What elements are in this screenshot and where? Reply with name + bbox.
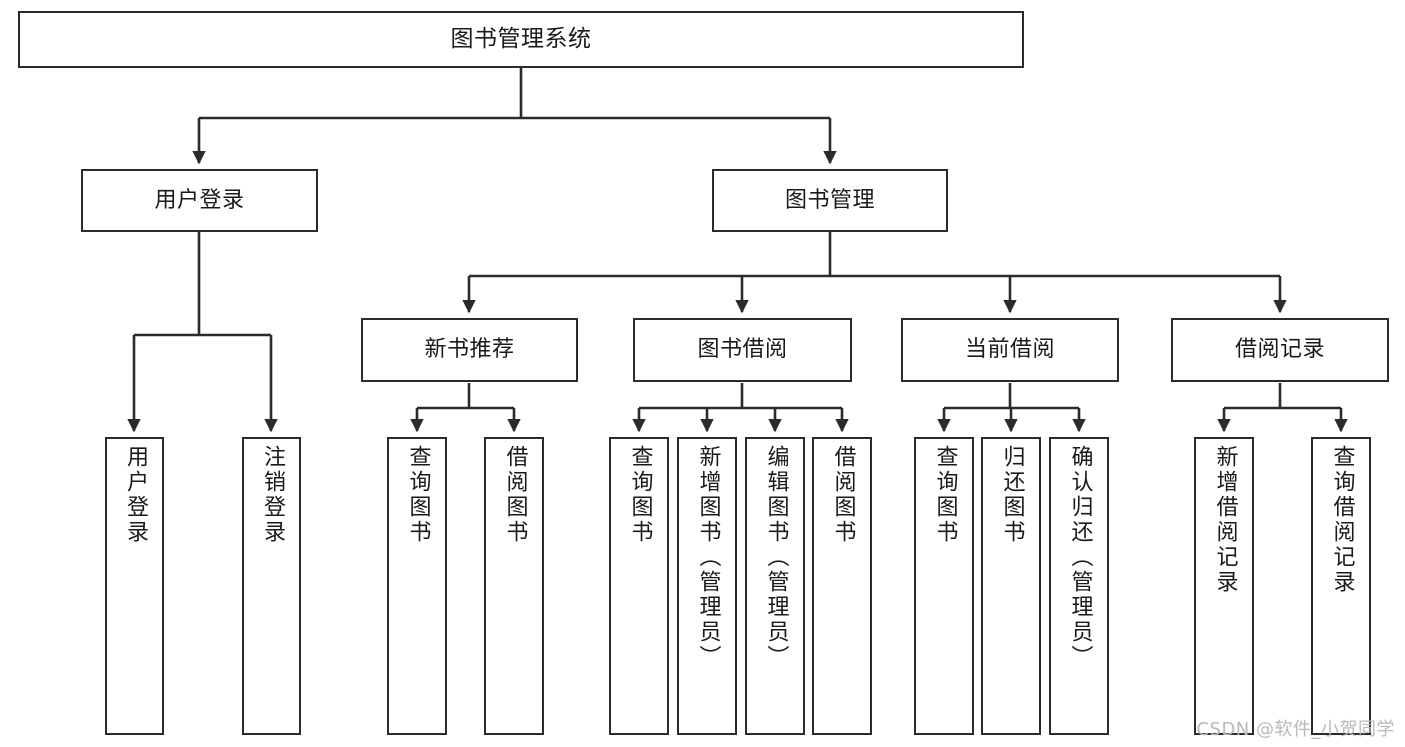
node-leaf-borrow-book-1-label: 借阅图书 — [502, 445, 528, 545]
node-book-manage[interactable]: 图书管理 — [712, 169, 948, 232]
node-leaf-borrow-book-2[interactable]: 借阅图书 — [812, 437, 872, 735]
node-borrow-record[interactable]: 借阅记录 — [1171, 318, 1389, 382]
node-new-book-recommend[interactable]: 新书推荐 — [361, 318, 578, 382]
watermark: CSDN @软件_小贺同学 — [1196, 719, 1395, 740]
node-current-borrow[interactable]: 当前借阅 — [901, 318, 1119, 382]
node-user-login-label: 用户登录 — [154, 187, 245, 213]
node-user-login[interactable]: 用户登录 — [81, 169, 318, 232]
node-book-manage-label: 图书管理 — [784, 187, 875, 213]
node-leaf-return-book[interactable]: 归还图书 — [981, 437, 1041, 735]
node-leaf-edit-book-label: 编辑图书（管理员） — [763, 445, 789, 670]
node-leaf-borrow-book-2-label: 借阅图书 — [830, 445, 856, 545]
node-root-label: 图书管理系统 — [450, 26, 592, 53]
node-borrow-record-label: 借阅记录 — [1234, 337, 1325, 363]
node-leaf-confirm-return[interactable]: 确认归还（管理员） — [1049, 437, 1109, 735]
node-leaf-user-logout[interactable]: 注销登录 — [242, 437, 301, 735]
node-leaf-borrow-book-1[interactable]: 借阅图书 — [484, 437, 544, 735]
node-leaf-add-book-label: 新增图书（管理员） — [695, 445, 721, 670]
node-leaf-user-login-label: 用户登录 — [122, 445, 148, 545]
node-leaf-query-record-label: 查询借阅记录 — [1329, 445, 1355, 595]
node-leaf-add-record-label: 新增借阅记录 — [1212, 445, 1238, 595]
node-leaf-user-login[interactable]: 用户登录 — [105, 437, 164, 735]
node-book-borrow[interactable]: 图书借阅 — [633, 318, 852, 382]
node-leaf-add-book[interactable]: 新增图书（管理员） — [677, 437, 737, 735]
node-leaf-query-record[interactable]: 查询借阅记录 — [1311, 437, 1371, 735]
node-root[interactable]: 图书管理系统 — [18, 11, 1024, 68]
node-leaf-return-book-label: 归还图书 — [999, 445, 1025, 545]
node-leaf-add-record[interactable]: 新增借阅记录 — [1194, 437, 1254, 735]
node-leaf-confirm-return-label: 确认归还（管理员） — [1067, 445, 1093, 670]
node-book-borrow-label: 图书借阅 — [697, 337, 788, 363]
node-leaf-user-logout-label: 注销登录 — [259, 445, 285, 545]
node-leaf-query-book-3[interactable]: 查询图书 — [914, 437, 974, 735]
node-leaf-query-book-3-label: 查询图书 — [932, 445, 958, 545]
node-leaf-query-book-2[interactable]: 查询图书 — [609, 437, 669, 735]
node-current-borrow-label: 当前借阅 — [964, 337, 1055, 363]
node-leaf-edit-book[interactable]: 编辑图书（管理员） — [745, 437, 805, 735]
node-leaf-query-book-1-label: 查询图书 — [405, 445, 431, 545]
node-leaf-query-book-1[interactable]: 查询图书 — [387, 437, 447, 735]
node-leaf-query-book-2-label: 查询图书 — [627, 445, 653, 545]
node-new-book-recommend-label: 新书推荐 — [424, 337, 515, 363]
